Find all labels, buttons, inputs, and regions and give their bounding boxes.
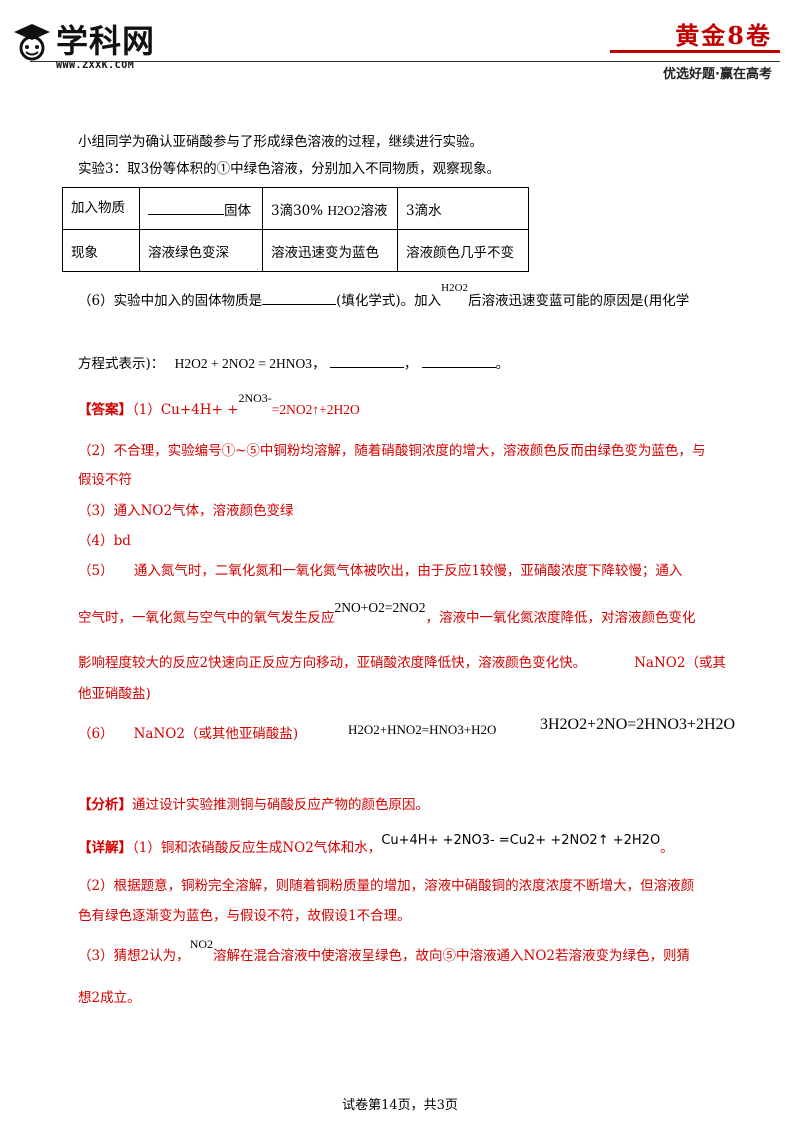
header-rule (30, 61, 780, 62)
answer-5-equation: 2NO+O2=2NO2 (334, 600, 426, 615)
answer-blank (421, 353, 496, 368)
answer-6-equation-1: H2O2+HNO2=HNO3+H2O (348, 722, 497, 737)
table-cell: 加入物质 (62, 187, 140, 230)
page-footer: 试卷第14页，共3页 (342, 1098, 458, 1113)
question-6-equation: H2O2 + 2NO2 = 2HNO3 (174, 356, 313, 371)
question-6-line1: （6）实验中加入的固体物质是(填化学式)。加入H2O2后溶液迅速变蓝可能的原因是… (78, 282, 690, 309)
answer-blank (329, 353, 404, 368)
question-6-line2: 方程式表示)： H2O2 + 2NO2 = 2HNO3， ， 。 (78, 353, 509, 372)
analysis: 【分析】通过设计实验推测铜与硝酸反应产物的颜色原因。 (78, 797, 429, 813)
detail-1-equation: Cu+4H+ +2NO3- =Cu2+ +2NO2↑ +2H2O (381, 833, 661, 848)
answer-6-equation-2: 3H2O2+2NO=2HNO3+2H2O (540, 716, 736, 733)
logo-url: WWW.ZXXK.COM (56, 60, 135, 71)
table-cell: 3滴水 (397, 187, 529, 230)
answer-3: （3）通入NO2气体，溶液颜色变绿 (78, 503, 294, 519)
answer-1: 【答案】（1）Cu+4H+ +2NO3-=2NO2↑+2H2O (78, 391, 360, 418)
answer-5-line4: 他亚硝酸盐) (78, 686, 151, 702)
graduate-cap-icon (14, 24, 50, 61)
answer-2-line1: （2）不合理，实验编号①~⑤中铜粉均溶解，随着硝酸铜浓度的增大，溶液颜色反而由绿… (78, 443, 706, 459)
header-accent-rule (610, 50, 780, 53)
detail-3-line2: 想2成立。 (78, 990, 141, 1006)
table-cell: 溶液绿色变深 (139, 229, 263, 272)
answer-2-line2: 假设不符 (78, 472, 132, 488)
experiment-table: 加入物质 固体 3滴30% H2O2溶液 3滴水 现象 溶液绿色变深 溶液迅速变… (62, 187, 529, 272)
answer-blank (262, 290, 337, 305)
detail-2-line1: （2）根据题意，铜粉完全溶解，则随着铜粉质量的增加，溶液中硝酸铜的浓度浓度不断增… (78, 878, 695, 894)
experiment-3-text: 实验3：取3份等体积的①中绿色溶液，分别加入不同物质，观察现象。 (78, 161, 501, 177)
table-cell: 现象 (62, 229, 140, 272)
detail-1: 【详解】（1）铜和浓硝酸反应生成NO2气体和水，Cu+4H+ +2NO3- =C… (78, 833, 674, 856)
header-brand-block: 黄金8卷 优选好题·赢在高考 (622, 16, 772, 82)
detail-3-line1: （3）猜想2认为，NO2溶解在混合溶液中使溶液呈绿色，故向⑤中溶液通入NO2若溶… (78, 937, 690, 964)
answer-5-line3: 影响程度较大的反应2快速向正反应方向移动，亚硝酸浓度降低快，溶液颜色变化快。Na… (78, 655, 726, 671)
question-intro: 小组同学为确认亚硝酸参与了形成绿色溶液的过程，继续进行实验。 (78, 134, 483, 150)
logo-text: 学科网 (56, 22, 156, 60)
table-cell: 固体 (139, 187, 263, 230)
analysis-label: 【分析】 (78, 797, 132, 813)
table-cell: 溶液颜色几乎不变 (397, 229, 529, 272)
answer-4: （4）bd (78, 533, 131, 549)
answer-5-line1: （5） 通入氮气时，二氧化氮和一氧化氮气体被吹出，由于反应1较慢，亚硝酸浓度下降… (78, 563, 683, 579)
site-logo: 学科网 WWW.ZXXK.COM (12, 18, 192, 78)
table-cell: 3滴30% H2O2溶液 (262, 187, 398, 230)
detail-label: 【详解】 (78, 840, 132, 856)
detail-2-line2: 色有绿色逐渐变为蓝色，与假设不符，故假设1不合理。 (78, 908, 411, 924)
brand-title: 黄金8卷 (675, 21, 772, 50)
table-row: 现象 溶液绿色变深 溶液迅速变为蓝色 溶液颜色几乎不变 (62, 229, 529, 272)
table-row: 加入物质 固体 3滴30% H2O2溶液 3滴水 (62, 187, 529, 230)
answer-blank (148, 200, 224, 215)
answer-5-line2: 空气时，一氧化氮与空气中的氧气发生反应2NO+O2=2NO2，溶液中一氧化氮浓度… (78, 600, 696, 626)
brand-slogan: 优选好题·赢在高考 (663, 67, 772, 82)
answer-label: 【答案】 (78, 402, 132, 418)
table-cell: 溶液迅速变为蓝色 (262, 229, 398, 272)
answer-6: （6）NaNO2（或其他亚硝酸盐) (78, 726, 299, 742)
